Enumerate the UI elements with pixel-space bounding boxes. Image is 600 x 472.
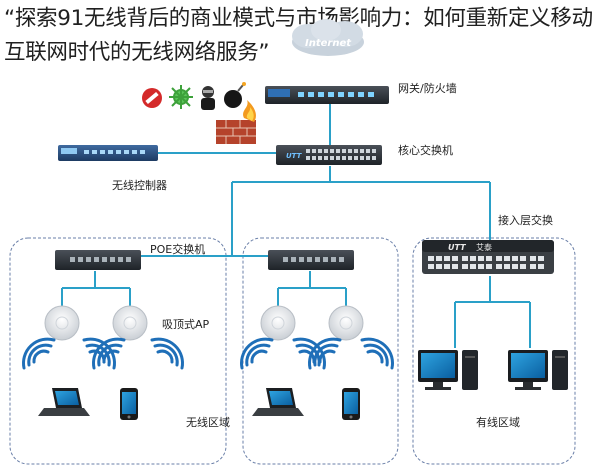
wireless-zone-left <box>9 237 227 465</box>
poe-switch-label: POE交换机 <box>150 243 206 256</box>
ceiling-ap-icon <box>260 305 296 341</box>
ceiling-ap-icon <box>112 305 148 341</box>
smartphone-icon <box>342 388 360 420</box>
wifi-signal-icon <box>240 337 274 370</box>
svg-text:UTT: UTT <box>448 243 466 252</box>
wired-zone <box>412 237 576 465</box>
laptop-icon <box>252 388 304 416</box>
core-switch-label: 核心交换机 <box>398 144 453 157</box>
wireless-zone-right <box>242 237 399 465</box>
poe-switch-right-icon <box>268 250 354 270</box>
core-switch-icon: UTT <box>276 145 382 165</box>
wifi-signal-icon <box>22 337 56 370</box>
wireless-controller-icon <box>58 145 158 161</box>
desktop-pc-icon <box>508 350 568 390</box>
wireless-controller-label: 无线控制器 <box>112 179 167 192</box>
virus-icon <box>169 85 193 109</box>
wireless-zone-label: 无线区域 <box>186 416 230 429</box>
gateway-router-icon <box>265 86 389 104</box>
gateway-label: 网关/防火墙 <box>398 82 457 95</box>
desktop-pc-icon <box>418 350 478 390</box>
svg-text:UTT: UTT <box>286 152 303 160</box>
internet-cloud-icon: Internet <box>292 19 364 56</box>
wifi-signal-icon <box>150 337 184 370</box>
wifi-signal-icon <box>360 337 394 370</box>
access-switch-label: 接入层交换 <box>498 214 553 227</box>
bomb-icon <box>224 82 246 108</box>
wifi-signal-icon <box>308 337 342 370</box>
network-links <box>61 104 531 348</box>
brand-label: 艾泰 <box>476 242 492 252</box>
laptop-icon <box>38 388 90 416</box>
internet-label: Internet <box>305 38 352 49</box>
ceiling-ap-label: 吸顶式AP <box>162 318 210 331</box>
wifi-signal-icon <box>92 337 126 370</box>
access-switch-icon: UTT 艾泰 <box>422 240 554 274</box>
ceiling-ap-icon <box>328 305 364 341</box>
poe-switch-left-icon <box>55 250 141 270</box>
no-entry-icon <box>142 88 162 108</box>
firewall-icon <box>216 100 256 144</box>
hacker-icon <box>201 86 215 110</box>
ceiling-ap-icon <box>44 305 80 341</box>
wired-zone-label: 有线区域 <box>476 416 520 429</box>
smartphone-icon <box>120 388 138 420</box>
